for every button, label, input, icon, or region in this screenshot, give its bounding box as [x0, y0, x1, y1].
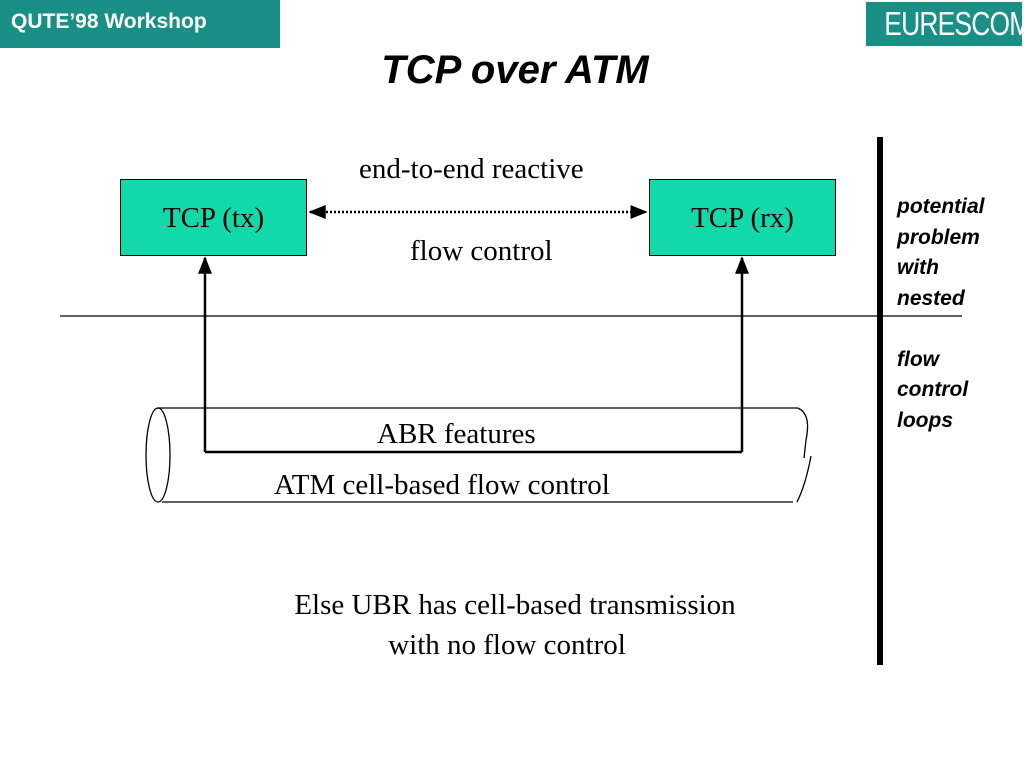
- sidebar-line: control: [897, 378, 969, 401]
- slide-title: TCP over ATM: [381, 48, 649, 92]
- tcp-tx-box: TCP (tx): [120, 179, 307, 256]
- sidebar-spacer: [897, 314, 985, 345]
- tcp-rx-box: TCP (rx): [649, 179, 836, 256]
- sidebar-note: potential problem with nested flow contr…: [897, 192, 985, 436]
- flow-loop: [198, 256, 749, 454]
- flow-control-label: flow control: [410, 235, 553, 267]
- sidebar-line: loops: [897, 408, 953, 432]
- tcp-tx-label: TCP (tx): [162, 202, 265, 234]
- workshop-badge: QUTE’98 Workshop: [0, 0, 280, 48]
- eurescom-logo: EURESCOM: [866, 2, 1024, 46]
- atm-flow-control-label: ATM cell-based flow control: [274, 469, 610, 501]
- atm-pipe: [145, 407, 812, 503]
- sidebar-line: potential: [897, 195, 985, 218]
- sidebar-line: problem: [897, 225, 980, 249]
- sidebar-line: flow: [897, 347, 939, 371]
- abr-features-label: ABR features: [377, 418, 536, 450]
- logo-text: EURESCOM: [884, 5, 1024, 42]
- tcp-rx-label: TCP (rx): [691, 202, 794, 234]
- ubr-note-line1: Else UBR has cell-based transmission: [294, 589, 736, 621]
- sidebar-line: nested: [897, 286, 965, 310]
- end-to-end-label: end-to-end reactive: [359, 153, 584, 185]
- ubr-note-line2: with no flow control: [388, 629, 626, 661]
- sidebar-line: with: [897, 256, 939, 279]
